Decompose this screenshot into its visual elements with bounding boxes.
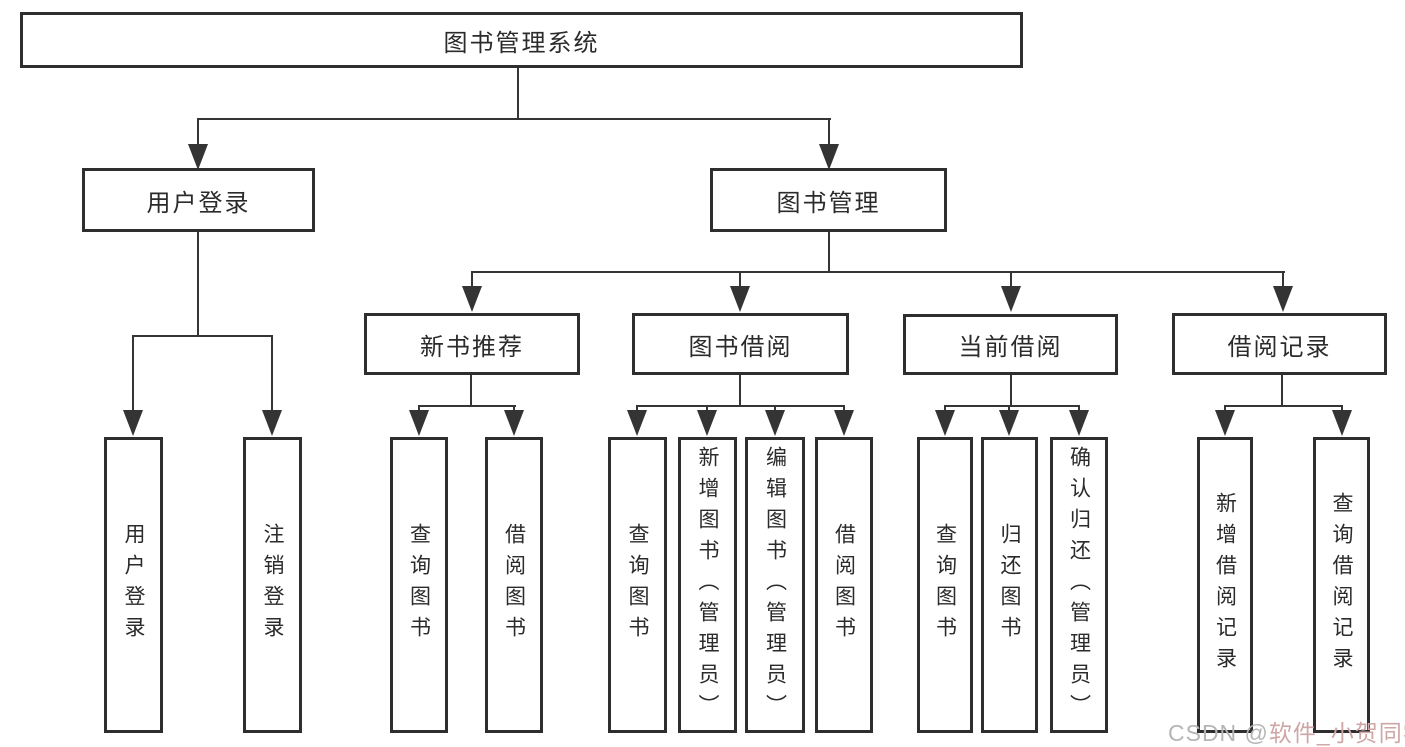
node-new-book-recommend-label: 新书推荐	[420, 333, 524, 361]
arrow-down-icon	[188, 144, 208, 170]
leaf-bb-borrow-book-label: 借阅图书	[832, 523, 856, 647]
leaf-user-login: 用户登录	[104, 437, 163, 733]
connector-line	[471, 271, 1285, 273]
arrow-down-icon	[1001, 286, 1021, 312]
leaf-br-query-record-label: 查询借阅记录	[1330, 492, 1353, 678]
arrow-down-icon	[504, 410, 524, 436]
leaf-rec-borrow-book: 借阅图书	[485, 437, 543, 733]
connector-line	[197, 118, 199, 148]
connector-line	[828, 231, 830, 273]
leaf-logout-login: 注销登录	[243, 437, 302, 733]
node-current-borrow-label: 当前借阅	[958, 334, 1063, 361]
leaf-bb-query-book: 查询图书	[608, 437, 667, 733]
arrow-down-icon	[999, 410, 1019, 436]
arrow-down-icon	[819, 144, 839, 170]
connector-line	[197, 118, 831, 120]
leaf-bb-add-book: 新增图书（管理员）	[678, 437, 737, 733]
arrow-down-icon	[697, 410, 717, 436]
node-new-book-recommend: 新书推荐	[364, 313, 580, 375]
node-book-borrow: 图书借阅	[632, 313, 849, 375]
connector-line	[517, 67, 519, 120]
leaf-br-add-record-label: 新增借阅记录	[1213, 492, 1237, 678]
leaf-br-query-record: 查询借阅记录	[1313, 437, 1370, 733]
connector-line	[271, 335, 273, 413]
arrow-down-icon	[409, 410, 429, 436]
connector-line	[828, 118, 830, 148]
arrow-down-icon	[123, 410, 143, 436]
node-current-borrow: 当前借阅	[903, 314, 1118, 375]
arrow-down-icon	[1332, 410, 1352, 436]
leaf-cb-confirm-return-label: 确认归还（管理员）	[1067, 445, 1091, 725]
node-book-management: 图书管理	[710, 168, 947, 232]
connector-line	[739, 374, 741, 407]
connector-line	[1224, 405, 1343, 407]
leaf-cb-return-book-label: 归还图书	[998, 523, 1021, 647]
leaf-cb-return-book: 归还图书	[981, 437, 1038, 733]
leaf-logout-login-label: 注销登录	[261, 523, 284, 647]
node-root-label: 图书管理系统	[443, 29, 600, 57]
node-borrow-records-label: 借阅记录	[1227, 333, 1332, 361]
connector-line	[1282, 271, 1284, 289]
arrow-down-icon	[1069, 410, 1089, 436]
arrow-down-icon	[462, 286, 482, 312]
node-book-borrow-label: 图书借阅	[688, 333, 793, 361]
arrow-down-icon	[765, 410, 785, 436]
connector-line	[1281, 374, 1283, 407]
leaf-bb-add-book-label: 新增图书（管理员）	[696, 445, 719, 725]
arrow-down-icon	[1215, 410, 1235, 436]
leaf-bb-edit-book: 编辑图书（管理员）	[745, 437, 805, 733]
connector-line	[1010, 271, 1012, 289]
leaf-user-login-label: 用户登录	[122, 523, 145, 647]
node-user-login: 用户登录	[82, 168, 315, 232]
leaf-rec-query-book-label: 查询图书	[407, 523, 431, 647]
connector-line	[471, 271, 473, 289]
leaf-cb-query-book: 查询图书	[917, 437, 973, 733]
leaf-br-add-record: 新增借阅记录	[1197, 437, 1253, 733]
connector-line	[132, 335, 273, 337]
arrow-down-icon	[627, 410, 647, 436]
connector-line	[197, 231, 199, 337]
connector-line	[418, 405, 516, 407]
arrow-down-icon	[935, 410, 955, 436]
arrow-down-icon	[834, 410, 854, 436]
arrow-down-icon	[730, 286, 750, 312]
leaf-bb-query-book-label: 查询图书	[626, 523, 649, 647]
leaf-cb-confirm-return: 确认归还（管理员）	[1050, 437, 1108, 733]
leaf-bb-borrow-book: 借阅图书	[815, 437, 873, 733]
csdn-watermark: CSDN @软件_小贺同学	[1168, 714, 1405, 747]
connector-line	[944, 405, 1080, 407]
watermark-username: 软件_小贺同学	[1268, 720, 1405, 746]
arrow-down-icon	[262, 410, 282, 436]
arrow-down-icon	[1273, 286, 1293, 312]
leaf-rec-borrow-book-label: 借阅图书	[502, 523, 526, 647]
connector-line	[132, 335, 134, 413]
node-book-management-label: 图书管理	[776, 189, 881, 217]
node-borrow-records: 借阅记录	[1172, 313, 1387, 375]
leaf-cb-query-book-label: 查询图书	[933, 523, 957, 647]
leaf-rec-query-book: 查询图书	[390, 437, 448, 733]
leaf-bb-edit-book-label: 编辑图书（管理员）	[763, 445, 787, 725]
node-user-login-label: 用户登录	[146, 189, 251, 217]
connector-line	[636, 405, 845, 407]
connector-line	[1010, 374, 1012, 407]
connector-line	[470, 374, 472, 407]
watermark-prefix: CSDN @	[1168, 720, 1269, 746]
connector-line	[739, 271, 741, 289]
node-root: 图书管理系统	[20, 12, 1023, 68]
